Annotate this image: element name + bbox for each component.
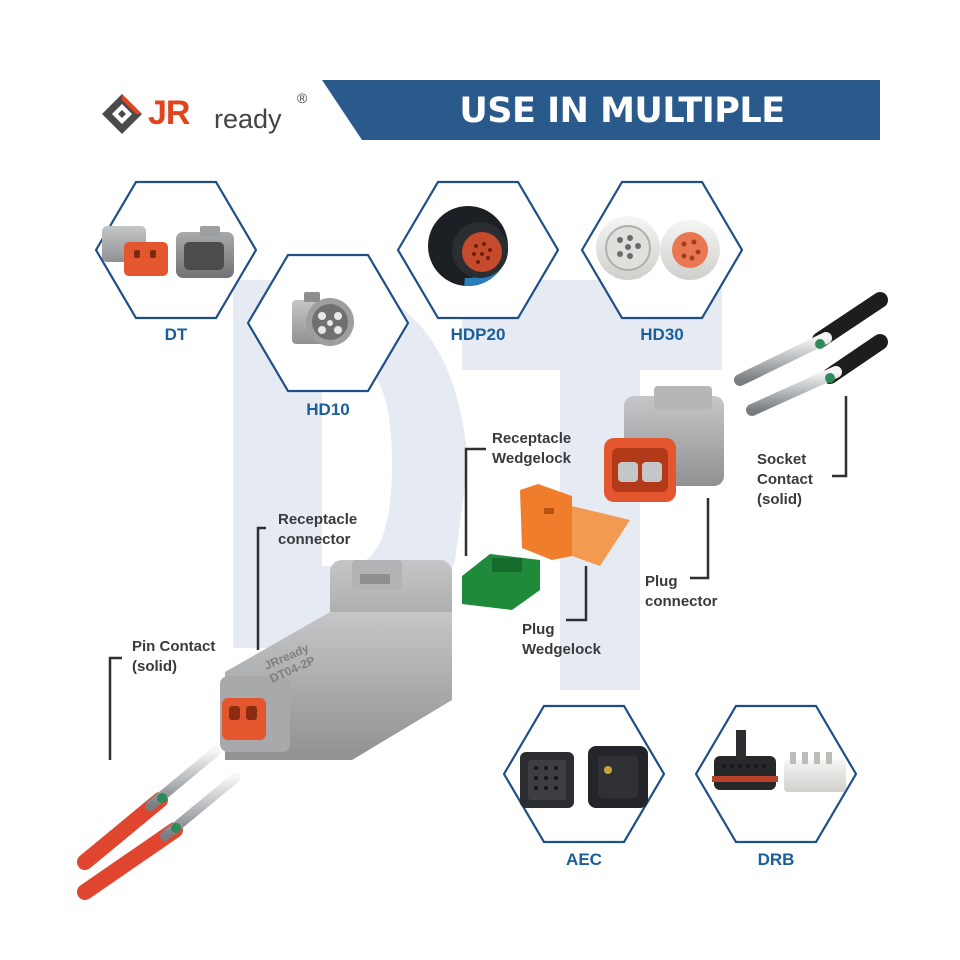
banner-background (322, 80, 880, 140)
callout-receptacle-connector-line2: connector (278, 531, 351, 548)
callout-receptacle-wedgelock-line2: Wedgelock (492, 450, 571, 467)
label-aec: AEC (566, 850, 602, 869)
callout-plug-wedgelock-line1: Plug (522, 621, 555, 638)
callout-pin-contact-line1: Pin Contact (132, 638, 216, 655)
logo-jr-text: JR (148, 94, 190, 132)
leader-plug-connector (690, 498, 710, 580)
leader-receptacle-wedgelock (464, 447, 486, 556)
registered-mark: ® (297, 90, 308, 106)
hdp20-connector-icon (428, 206, 508, 286)
leader-plug-wedgelock (566, 566, 588, 622)
label-hd10: HD10 (306, 400, 350, 419)
pin-contact-illustration (77, 747, 240, 900)
callout-socket-contact: Socket Contact (solid) (757, 450, 813, 510)
callout-plug-connector: Plug connector (645, 572, 718, 612)
callout-plug-connector-line1: Plug (645, 573, 678, 590)
callout-pin-contact-line2: (solid) (132, 658, 177, 675)
dt-connector-pair-icon (102, 226, 234, 278)
leader-receptacle-connector (256, 526, 266, 650)
callout-pin-contact: Pin Contact (solid) (132, 637, 215, 677)
label-dt: DT (164, 325, 188, 344)
callout-plug-connector-line2: connector (645, 593, 718, 610)
aec-connector-pair-icon (520, 746, 648, 808)
label-hd30: HD30 (640, 325, 684, 344)
banner-title: USE IN MULTIPLE CONNECTORS (459, 91, 785, 185)
drb-connector-pair-icon (712, 730, 846, 792)
leader-pin-contact (108, 656, 122, 760)
label-drb: DRB (757, 850, 795, 869)
hd30-connector-pair-icon (596, 216, 720, 280)
plug-connector-illustration (604, 386, 724, 502)
leader-socket-contact (832, 396, 848, 478)
plug-wedgelock-illustration (520, 484, 630, 566)
callout-socket-contact-line3: (solid) (757, 491, 802, 508)
hd10-connector-icon (292, 292, 354, 346)
callout-plug-wedgelock: Plug Wedgelock (522, 620, 601, 660)
callout-socket-contact-line2: Contact (757, 471, 813, 488)
callout-receptacle-wedgelock: Receptacle Wedgelock (492, 429, 571, 469)
jrready-logo-icon (102, 94, 142, 134)
label-hdp20: HDP20 (450, 325, 506, 344)
socket-contact-illustration (734, 292, 888, 416)
logo-ready-text: ready (214, 104, 282, 134)
callout-receptacle-connector-line1: Receptacle (278, 511, 358, 528)
callout-receptacle-connector: Receptacle connector (278, 510, 357, 550)
callout-socket-contact-line1: Socket (757, 451, 807, 468)
receptacle-connector-illustration (220, 560, 452, 760)
callout-receptacle-wedgelock-line1: Receptacle (492, 430, 572, 447)
receptacle-wedgelock-illustration (462, 554, 540, 610)
callout-plug-wedgelock-line2: Wedgelock (522, 641, 601, 658)
